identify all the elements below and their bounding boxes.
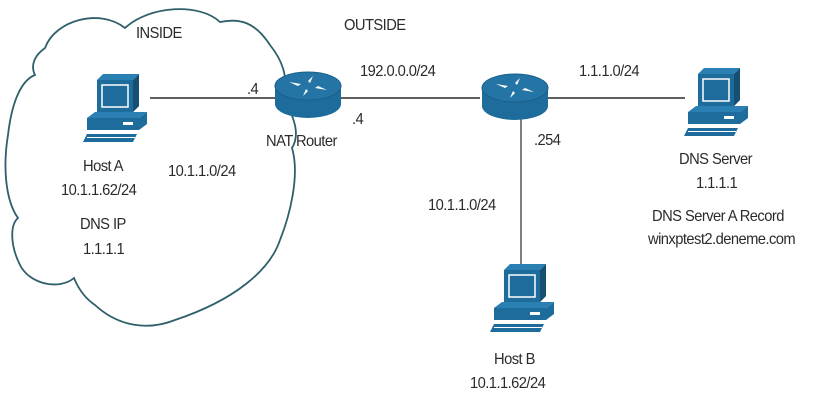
inside-lan-label: 10.1.1.0/24 xyxy=(168,163,236,180)
inside-zone-label: INSIDE xyxy=(136,25,182,42)
dns-server-workstation-icon[interactable] xyxy=(683,67,749,137)
nat-router-outside-interface: .4 xyxy=(352,111,364,128)
inside-zone-cloud xyxy=(4,8,297,327)
dns-record-value: winxptest2.deneme.com xyxy=(648,231,796,248)
host-a-name: Host A xyxy=(83,158,124,175)
transit-network-label: 192.0.0.0/24 xyxy=(360,63,436,80)
host-a-dns-label: DNS IP xyxy=(80,216,126,233)
dns-lan-label: 1.1.1.0/24 xyxy=(579,63,640,80)
host-b-workstation-icon[interactable] xyxy=(489,263,555,333)
nat-router-icon[interactable] xyxy=(274,71,342,119)
host-a-workstation-icon[interactable] xyxy=(82,73,148,143)
dns-server-name: DNS Server xyxy=(679,151,753,168)
outside-zone-label: OUTSIDE xyxy=(344,17,406,34)
dns-server-ip: 1.1.1.1 xyxy=(696,175,738,192)
host-b-ip: 10.1.1.62/24 xyxy=(470,375,546,392)
core-router-icon[interactable] xyxy=(481,73,549,121)
dns-record-label: DNS Server A Record xyxy=(652,208,784,225)
core-router-hostb-interface: .254 xyxy=(534,132,561,149)
host-b-name: Host B xyxy=(494,351,535,368)
host-a-ip: 10.1.1.62/24 xyxy=(61,182,137,199)
nat-router-label: NAT Router xyxy=(266,133,337,150)
nat-router-inside-interface: .4 xyxy=(247,81,259,98)
host-b-lan-label: 10.1.1.0/24 xyxy=(428,197,496,214)
host-a-dns-ip: 1.1.1.1 xyxy=(83,241,125,258)
